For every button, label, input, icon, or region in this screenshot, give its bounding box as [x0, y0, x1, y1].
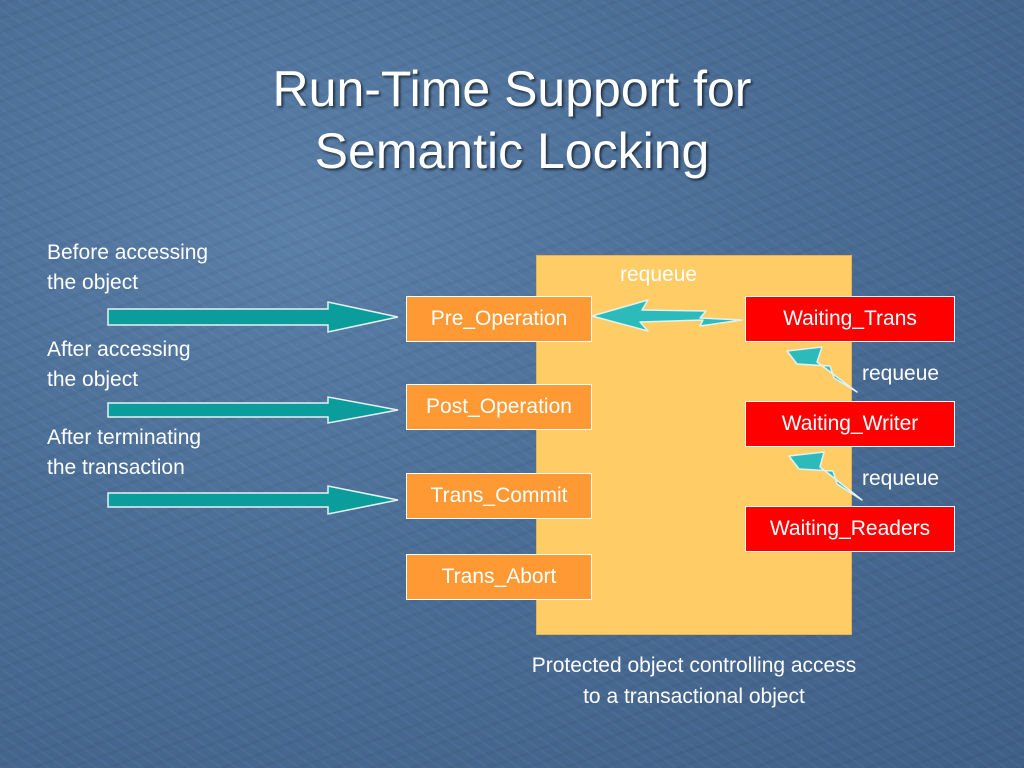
label-line: the object [47, 368, 139, 391]
label-line: the transaction [47, 456, 185, 479]
waiting-writer-box: Waiting_Writer [745, 401, 955, 447]
slide-title: Run-Time Support for Semantic Locking [0, 58, 1024, 182]
lightning-requeue-top [591, 299, 743, 332]
label-before-accessing: Before accessing the object [47, 238, 208, 298]
trans-abort-box: Trans_Abort [406, 554, 592, 600]
post-operation-box: Post_Operation [406, 384, 592, 430]
arrow-after-terminating [107, 485, 399, 515]
diagram-caption: Protected object controlling access to a… [464, 650, 924, 712]
label-after-terminating: After terminating the transaction [47, 423, 201, 483]
label-line: After terminating [47, 426, 202, 449]
slide-title-line-1: Run-Time Support for [272, 61, 752, 117]
label-line: Before accessing [47, 241, 209, 264]
requeue-label-top: requeue [620, 263, 698, 286]
requeue-label-readers: requeue [862, 467, 940, 490]
label-after-accessing: After accessing the object [47, 335, 191, 395]
lightning-requeue-readers [788, 451, 863, 501]
label-line: the object [47, 271, 139, 294]
pre-operation-box: Pre_Operation [406, 296, 592, 342]
requeue-label-writer: requeue [862, 362, 940, 385]
arrow-after-accessing [107, 396, 399, 424]
waiting-readers-box: Waiting_Readers [745, 506, 955, 552]
caption-line-2: to a transactional object [583, 685, 805, 708]
arrow-before-accessing [107, 301, 399, 333]
caption-line-1: Protected object controlling access [531, 654, 857, 677]
label-line: After accessing [47, 338, 191, 361]
trans-commit-box: Trans_Commit [406, 473, 592, 519]
slide-title-line-2: Semantic Locking [314, 123, 710, 179]
waiting-trans-box: Waiting_Trans [745, 296, 955, 342]
lightning-requeue-writer [786, 346, 858, 393]
